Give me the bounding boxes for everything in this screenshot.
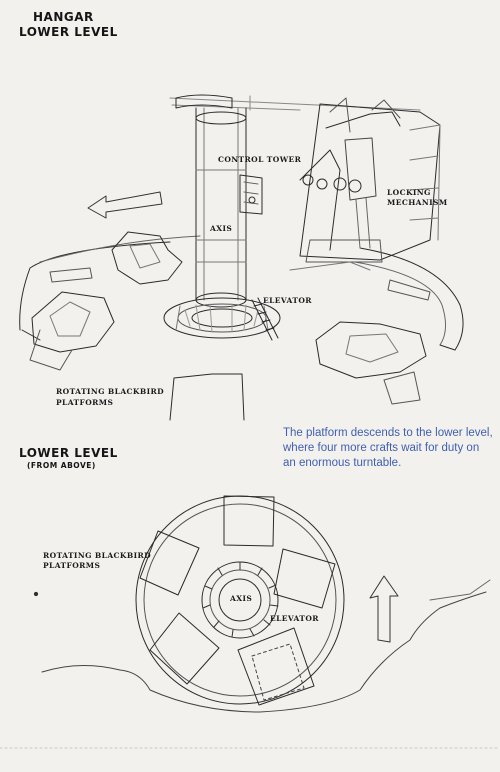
elevator-footprint: [251, 643, 305, 701]
lower-platform-right: [273, 548, 336, 609]
locking-mechanism-structure: [289, 97, 441, 271]
elevator-track: [251, 297, 279, 341]
upper-platform-pieces: [29, 231, 427, 421]
caption-text: The platform descends to the lower level…: [283, 427, 493, 469]
terrain-detail: [429, 579, 491, 601]
label-elevator-upper: ELEVATOR: [263, 296, 312, 305]
terrain-outline: [41, 591, 487, 713]
lower-turntable: [135, 495, 345, 706]
lower-section-subtitle: (FROM ABOVE): [27, 461, 96, 470]
ink-dot: [33, 591, 39, 597]
central-column: [175, 94, 263, 308]
label-elevator-lower: ELEVATOR: [270, 614, 319, 623]
lower-platform-bottom-left: [149, 612, 220, 685]
upper-frame-lines: [169, 95, 421, 111]
rotation-arrow-lower: [369, 575, 399, 643]
label-control-tower: CONTROL TOWER: [218, 155, 302, 164]
column-base: [163, 297, 281, 339]
label-locking-line2: MECHANISM: [387, 198, 448, 207]
lower-platform-left: [139, 530, 200, 596]
lower-platform-top: [223, 495, 275, 547]
lower-platform-bottom-right: [237, 627, 315, 706]
page-title-line1: HANGAR: [33, 10, 94, 24]
label-axis-upper: AXIS: [210, 224, 233, 233]
lower-section-title: LOWER LEVEL: [19, 446, 118, 460]
label-locking-line1: LOCKING: [387, 188, 431, 197]
rotation-arrow-upper: [87, 191, 163, 219]
upper-turntable: [19, 235, 464, 351]
label-axis-lower: AXIS: [230, 594, 253, 603]
page-title-line2: LOWER LEVEL: [19, 25, 118, 39]
label-platforms-upper-line2: PLATFORMS: [56, 398, 114, 407]
label-platforms-lower-line2: PLATFORMS: [43, 561, 101, 570]
label-platforms-upper-line1: ROTATING BLACKBIRD: [56, 387, 165, 396]
label-platforms-lower-line1: ROTATING BLACKBIRD: [43, 551, 152, 560]
